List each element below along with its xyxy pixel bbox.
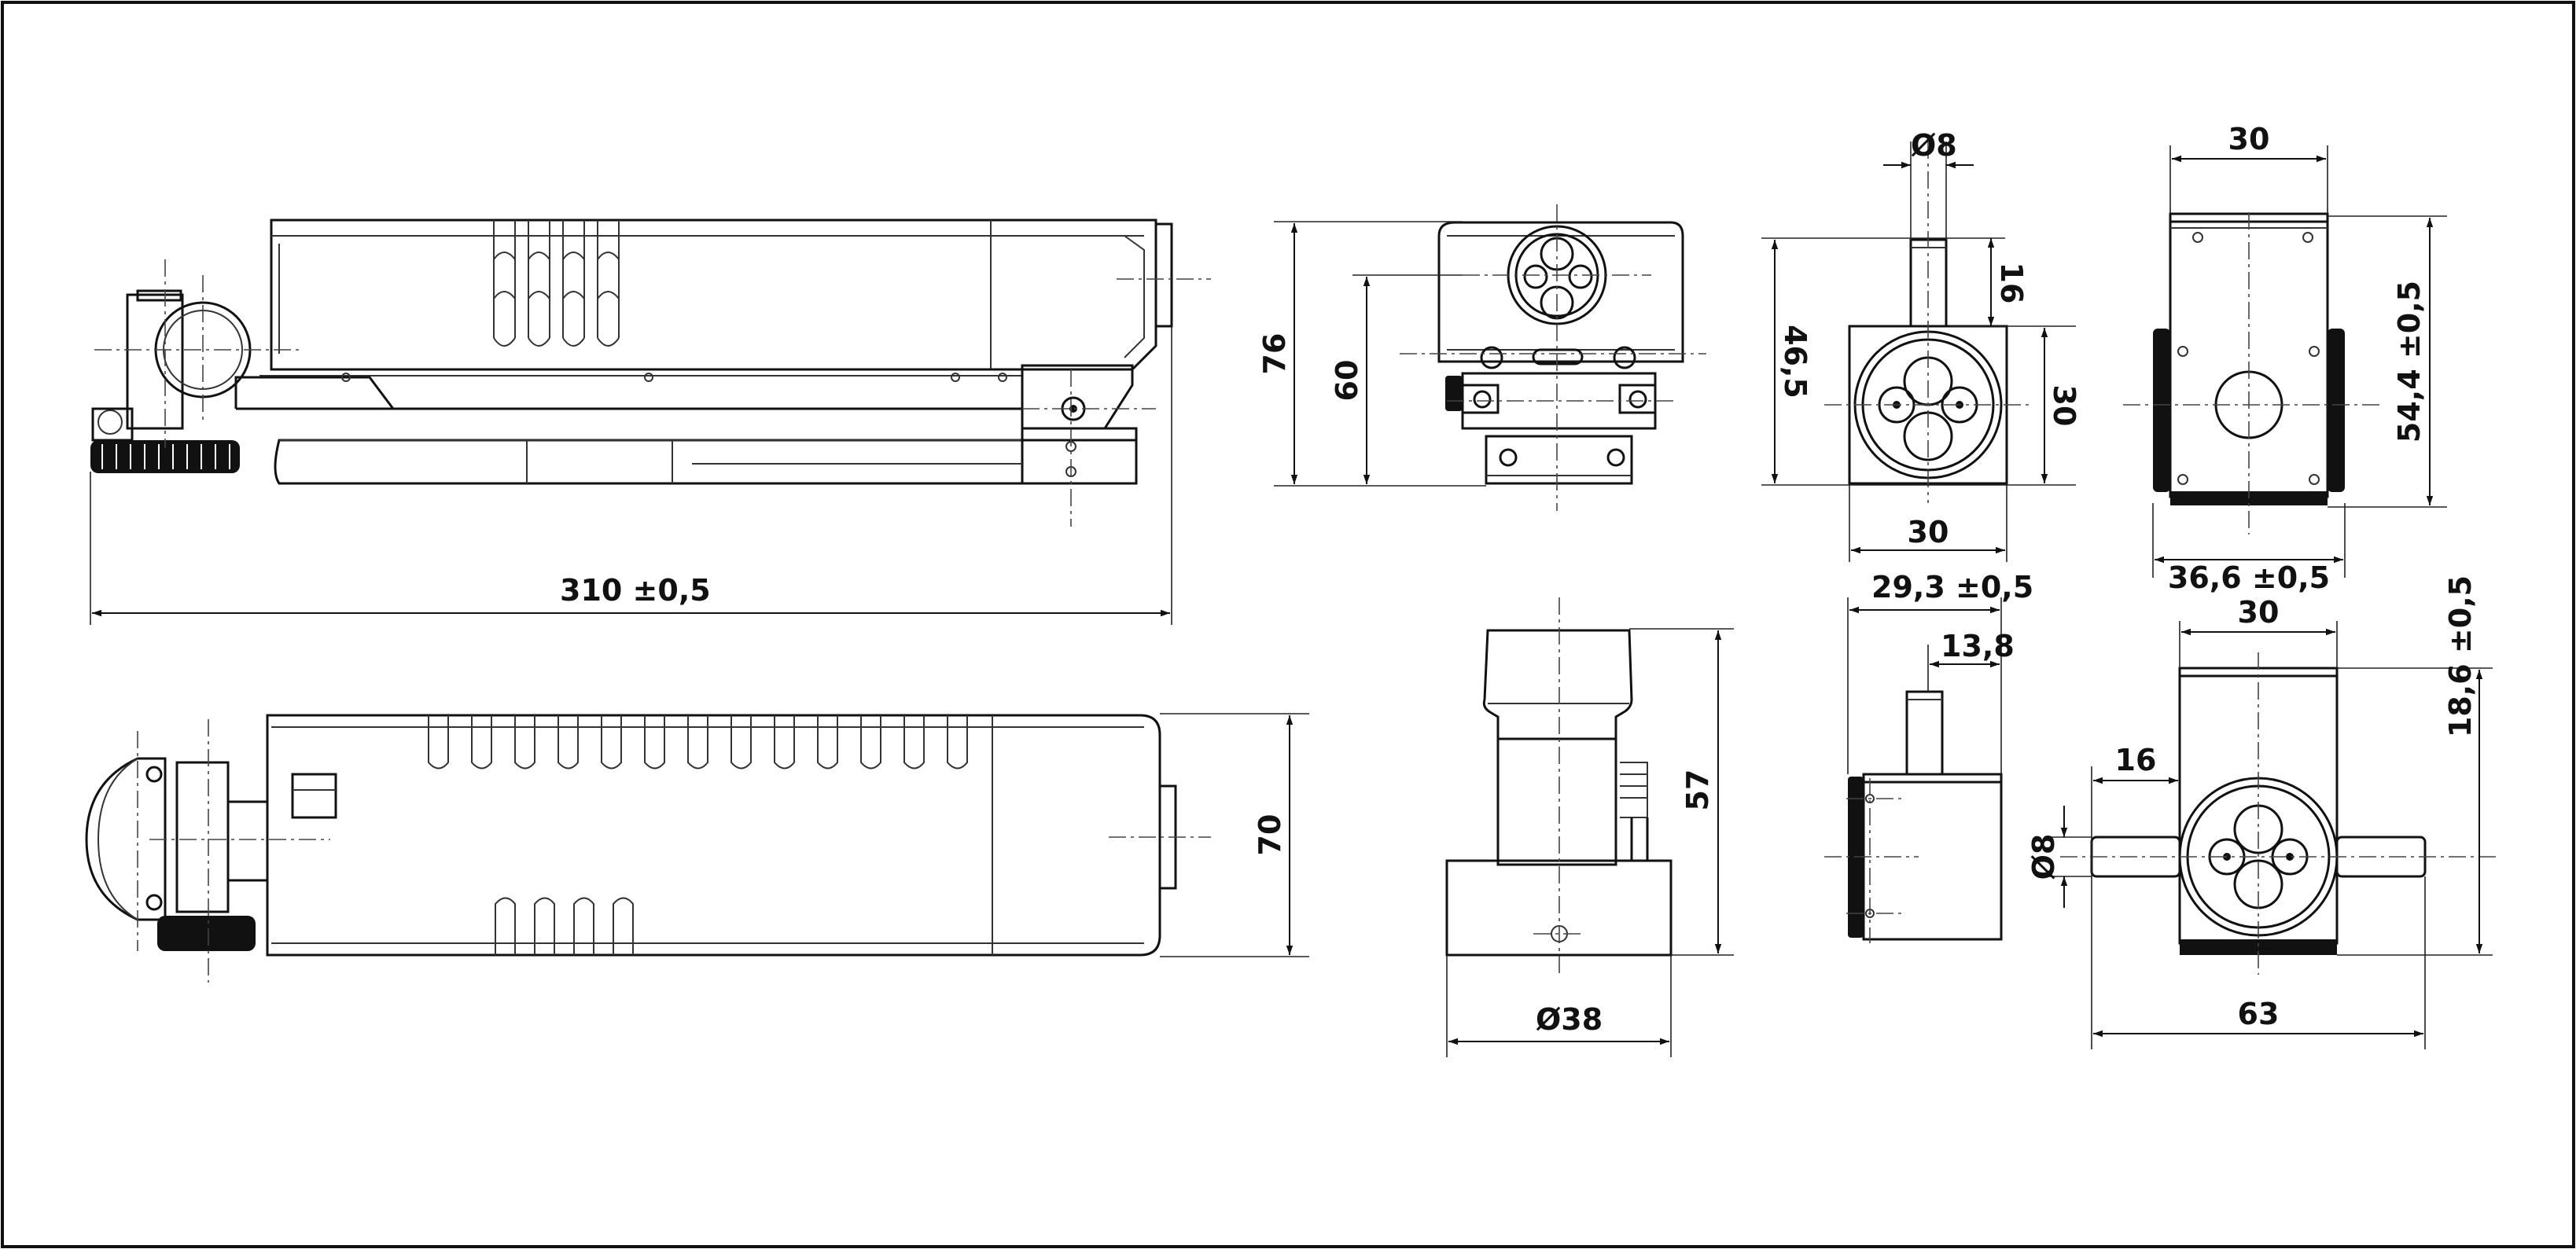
dim-bottom-shaft-dia: Ø8 xyxy=(2026,834,2061,880)
dim-round-dia: Ø38 xyxy=(1536,1002,1603,1037)
dim-bottom-width-30: 30 xyxy=(2238,595,2280,630)
top-plan-view: 70 xyxy=(85,713,1309,983)
dim-side-shaft-len: 16 xyxy=(1994,263,2029,304)
dim-front-height-76: 76 xyxy=(1257,333,1292,375)
dim-rear-width-36: 36,6 ±0,5 xyxy=(2168,560,2330,595)
small-side-view: 29,3 ±0,5 13,8 xyxy=(1824,570,2033,943)
dim-round-height: 57 xyxy=(1680,770,1715,811)
side-elevation-view: 310 ±0,5 xyxy=(90,219,1211,625)
dim-side-height-46: 46,5 xyxy=(1778,325,1812,399)
dim-bottom-shaft-len: 16 xyxy=(2115,743,2157,777)
dim-small-side-width: 29,3 ±0,5 xyxy=(1871,570,2033,604)
dim-overall-length: 310 ±0,5 xyxy=(560,573,711,608)
top-vent-slots xyxy=(428,715,968,955)
dim-side-shaft-dia: Ø8 xyxy=(1911,128,1957,163)
dim-side-block-width: 30 xyxy=(1908,515,1949,549)
vent-slots xyxy=(493,220,620,347)
round-sensor-view: 57 Ø38 xyxy=(1445,597,1734,1057)
sensor-head-side-view: Ø8 16 46,5 30 30 xyxy=(1761,128,2081,562)
knurl-marks xyxy=(101,444,230,469)
dim-side-block-height: 30 xyxy=(2047,385,2081,427)
dim-bottom-total-width: 63 xyxy=(2238,997,2280,1031)
dim-rear-height: 54,4 ±0,5 xyxy=(2392,281,2427,443)
bottom-view: 30 18,6 ±0,5 16 Ø8 63 xyxy=(2026,575,2501,1049)
dim-bottom-height: 18,6 ±0,5 xyxy=(2443,575,2478,737)
rear-view: 30 54,4 ±0,5 36,6 ±0,5 xyxy=(2123,122,2447,595)
dim-small-side-shaft: 13,8 xyxy=(1941,629,2015,663)
dim-top-width: 70 xyxy=(1253,814,1287,856)
front-view: 76 60 xyxy=(1257,204,1706,511)
dim-rear-width-30: 30 xyxy=(2228,122,2270,156)
dim-front-height-60: 60 xyxy=(1330,360,1364,402)
